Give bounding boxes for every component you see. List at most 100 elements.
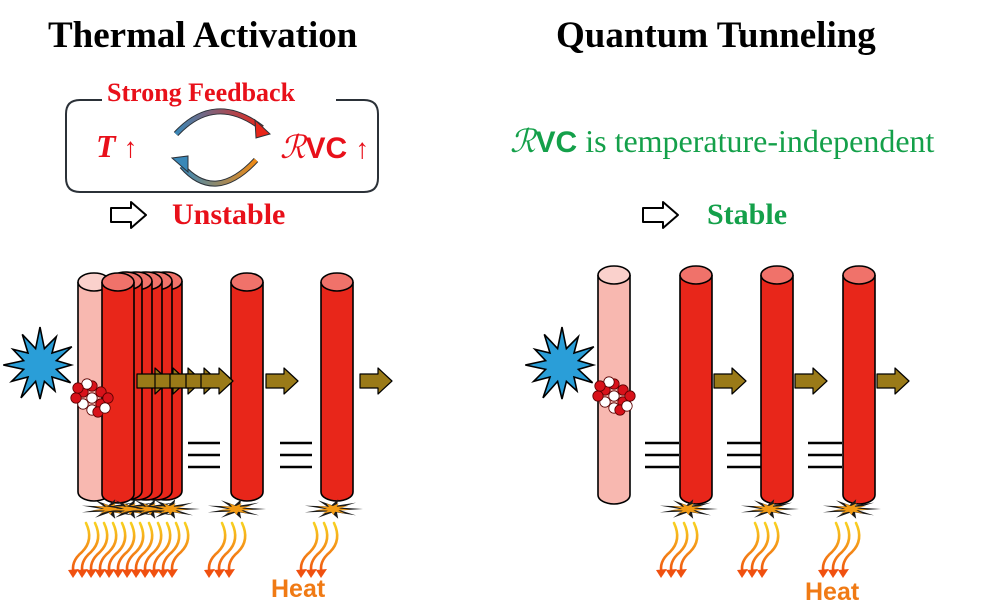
heat-wave-icon-left-3-tip xyxy=(306,569,317,578)
move-arrow-right-3 xyxy=(876,367,910,395)
heat-wave-icon-left-3-wave xyxy=(319,521,339,576)
heat-wave-icon-right-3-wave xyxy=(831,521,851,576)
heat-wave-icon-right-2-wave xyxy=(750,521,770,576)
heat-wave-icon-right-2-tip xyxy=(737,569,748,578)
bar-red-right-2-body xyxy=(760,275,794,505)
bar-red-left-2-top xyxy=(230,272,264,292)
bar-pink-right-top xyxy=(597,265,631,285)
flame-spark-icon-left-5 xyxy=(207,499,266,519)
level-lines-right-3 xyxy=(808,441,842,469)
heat-wave-icon-right-3-tip xyxy=(828,569,839,578)
heat-label-right: Heat xyxy=(805,578,860,606)
heat-wave-icon-right-1-wave xyxy=(659,521,679,576)
bar-red-right-1-body xyxy=(679,275,713,505)
move-arrow-right-1 xyxy=(713,367,747,395)
heat-wave-icon-left-cluster-tip xyxy=(113,569,124,578)
heat-wave-icon-left-2-tip xyxy=(214,569,225,578)
bar-red-right-3-body xyxy=(842,275,876,505)
heat-wave-icon-left-cluster-tip xyxy=(140,569,151,578)
heat-wave-icon-left-cluster-tip xyxy=(68,569,79,578)
heat-wave-icon-left-cluster xyxy=(68,521,190,578)
heat-wave-icon-left-cluster-tip xyxy=(77,569,88,578)
heat-wave-icon-left-3-wave xyxy=(299,521,319,576)
particle-cluster-icon-left xyxy=(70,378,114,418)
heat-wave-icon-right-2-tip xyxy=(747,569,758,578)
heat-wave-icon-left-3 xyxy=(296,521,339,578)
heat-wave-icon-left-cluster-wave xyxy=(80,521,100,576)
bar-red-front-left-top xyxy=(101,272,135,292)
level-lines-left-2 xyxy=(280,441,312,469)
heat-wave-icon-left-2-wave xyxy=(217,521,237,576)
particle-cluster-icon-left-dot xyxy=(70,392,82,404)
level-lines-right-1 xyxy=(645,441,679,469)
heat-wave-icon-left-cluster-wave xyxy=(89,521,109,576)
flame-spark-icon-left-5-inner xyxy=(218,503,254,515)
heat-wave-icon-right-2-wave xyxy=(760,521,780,576)
heat-wave-icon-left-cluster-wave xyxy=(134,521,154,576)
level-lines-right-2 xyxy=(727,441,761,469)
heat-wave-icon-left-2-wave xyxy=(207,521,227,576)
open-arrow-icon-right xyxy=(642,201,679,229)
heat-wave-icon-left-cluster-wave xyxy=(152,521,172,576)
heat-wave-icon-left-3-tip xyxy=(316,569,327,578)
heat-wave-icon-right-3-tip xyxy=(838,569,849,578)
heat-wave-icon-right-1 xyxy=(656,521,699,578)
left-title: Thermal Activation xyxy=(48,15,358,56)
bar-red-left-2 xyxy=(230,272,264,502)
heat-wave-icon-right-2-tip xyxy=(757,569,768,578)
move-arrow-left-6 xyxy=(265,367,299,395)
flame-spark-icon-right-2-inner xyxy=(751,503,787,515)
rvc-symbol-right: ℛ xyxy=(510,123,536,159)
heat-wave-icon-left-cluster-wave xyxy=(170,521,190,576)
heat-wave-icon-right-3 xyxy=(818,521,861,578)
heat-wave-icon-left-2-tip xyxy=(224,569,235,578)
feedback-label: Strong Feedback xyxy=(103,78,300,108)
heat-wave-icon-left-cluster-tip xyxy=(158,569,169,578)
rvc-statement: ℛVC is temperature-independent xyxy=(510,122,934,160)
cycle-arrows-icon xyxy=(170,108,271,187)
flame-spark-icon-left-4-inner xyxy=(152,503,188,515)
rvc-symbol: ℛ xyxy=(280,129,306,165)
bar-red-left-3 xyxy=(320,272,354,502)
particle-cluster-icon-left-dot xyxy=(102,392,114,404)
heat-wave-icon-left-cluster-wave xyxy=(125,521,145,576)
heat-wave-icon-right-1-tip xyxy=(656,569,667,578)
temperature-up: T ↑ xyxy=(96,128,138,165)
particle-cluster-icon-left-dot xyxy=(72,382,84,394)
bar-red-right-2 xyxy=(760,265,794,505)
move-arrow-left-7 xyxy=(359,367,393,395)
move-arrow-left-5 xyxy=(200,367,234,395)
heat-wave-icon-left-cluster-tip xyxy=(167,569,178,578)
flame-spark-icon-left-4 xyxy=(141,499,200,519)
particle-cluster-icon-right-dot xyxy=(624,390,636,402)
heat-wave-icon-left-cluster-tip xyxy=(86,569,97,578)
particle-cluster-icon-right xyxy=(592,376,636,416)
heat-wave-icon-left-3-tip xyxy=(296,569,307,578)
bar-red-left-3-body xyxy=(320,282,354,502)
heat-wave-icon-left-cluster-wave xyxy=(161,521,181,576)
bar-red-right-2-top xyxy=(760,265,794,285)
heat-wave-icon-left-cluster-tip xyxy=(122,569,133,578)
bar-red-right-1 xyxy=(679,265,713,505)
flame-spark-icon-right-3-inner xyxy=(833,503,869,515)
open-arrow-icon-left xyxy=(110,201,147,229)
heat-wave-icon-left-2-tip xyxy=(204,569,215,578)
temperature-symbol: T xyxy=(96,128,116,164)
heat-wave-icon-right-1-wave xyxy=(679,521,699,576)
heat-wave-icon-left-cluster-wave xyxy=(116,521,136,576)
left-result: Unstable xyxy=(172,198,286,231)
bar-red-left-3-top xyxy=(320,272,354,292)
bar-red-right-3-top xyxy=(842,265,876,285)
heat-wave-icon-left-3-wave xyxy=(309,521,329,576)
heat-wave-icon-left-cluster-tip xyxy=(104,569,115,578)
particle-cluster-icon-right-dot xyxy=(592,390,604,402)
particle-cluster-icon-left-dot xyxy=(86,392,98,404)
heat-wave-icon-right-2-wave xyxy=(740,521,760,576)
particle-cluster-icon-right-dot xyxy=(594,380,606,392)
particle-cluster-icon-right-dot xyxy=(621,400,633,412)
heat-wave-icon-right-3-wave xyxy=(821,521,841,576)
flame-spark-icon-right-3 xyxy=(822,499,881,519)
bar-red-right-3 xyxy=(842,265,876,505)
